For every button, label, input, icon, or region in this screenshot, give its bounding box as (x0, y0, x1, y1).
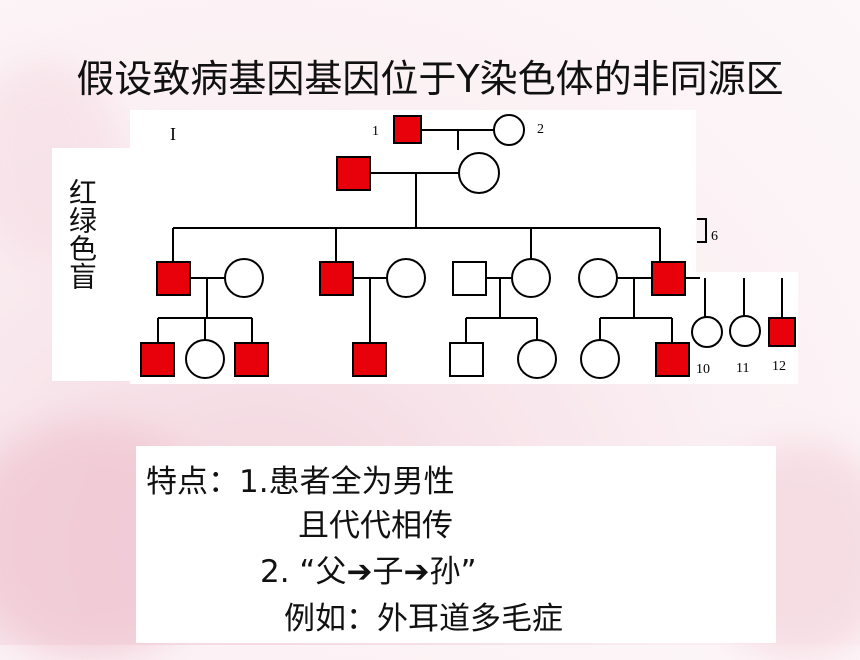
affected-male (768, 317, 796, 347)
unaffected-female (729, 315, 761, 347)
unaffected-female (578, 258, 618, 298)
affected-male (352, 342, 387, 377)
individual-number: 1 (372, 124, 379, 139)
unaffected-female (386, 258, 426, 298)
feature-line-3: 2. “父➔子➔孙” (260, 554, 477, 590)
notes-box: 特点：1.患者全为男性 且代代相传 2. “父➔子➔孙” 例如：外耳道多毛症 (136, 446, 776, 643)
individual-number: 6 (711, 229, 718, 244)
pedigree-panel (130, 110, 696, 384)
affected-male (655, 342, 690, 377)
unaffected-male (452, 261, 487, 296)
pedigree-lines (157, 129, 783, 343)
individual-number: 12 (772, 359, 786, 374)
pedigree-individuals (140, 114, 796, 379)
individual-number: 10 (696, 362, 710, 377)
unaffected-female (511, 258, 551, 298)
affected-male (651, 261, 686, 296)
individual-number: 11 (736, 361, 749, 376)
affected-male (156, 261, 191, 296)
individual-number: 2 (537, 122, 544, 137)
affected-male (140, 342, 175, 377)
side-label: 红绿色盲 (65, 178, 98, 290)
unaffected-female (458, 152, 500, 194)
page-title: 假设致病基因基因位于Y染色体的非同源区 (76, 57, 784, 101)
unaffected-female (517, 339, 557, 379)
example-line: 例如：外耳道多毛症 (284, 601, 563, 637)
pedigree-chart: I 1 2 6 10 11 12 (130, 110, 796, 384)
bracket-marker (697, 218, 707, 243)
unaffected-female (493, 114, 525, 146)
feature-line-2: 且代代相传 (298, 508, 453, 544)
generation-label: I (170, 124, 176, 144)
affected-male (234, 342, 269, 377)
unaffected-female (691, 316, 723, 348)
unaffected-female (224, 258, 264, 298)
unaffected-female (185, 339, 225, 379)
affected-male (319, 261, 354, 296)
unaffected-male (449, 342, 484, 377)
affected-male (336, 156, 371, 191)
feature-line-1: 特点：1.患者全为男性 (146, 464, 455, 500)
affected-male (393, 115, 422, 144)
unaffected-female (580, 339, 620, 379)
